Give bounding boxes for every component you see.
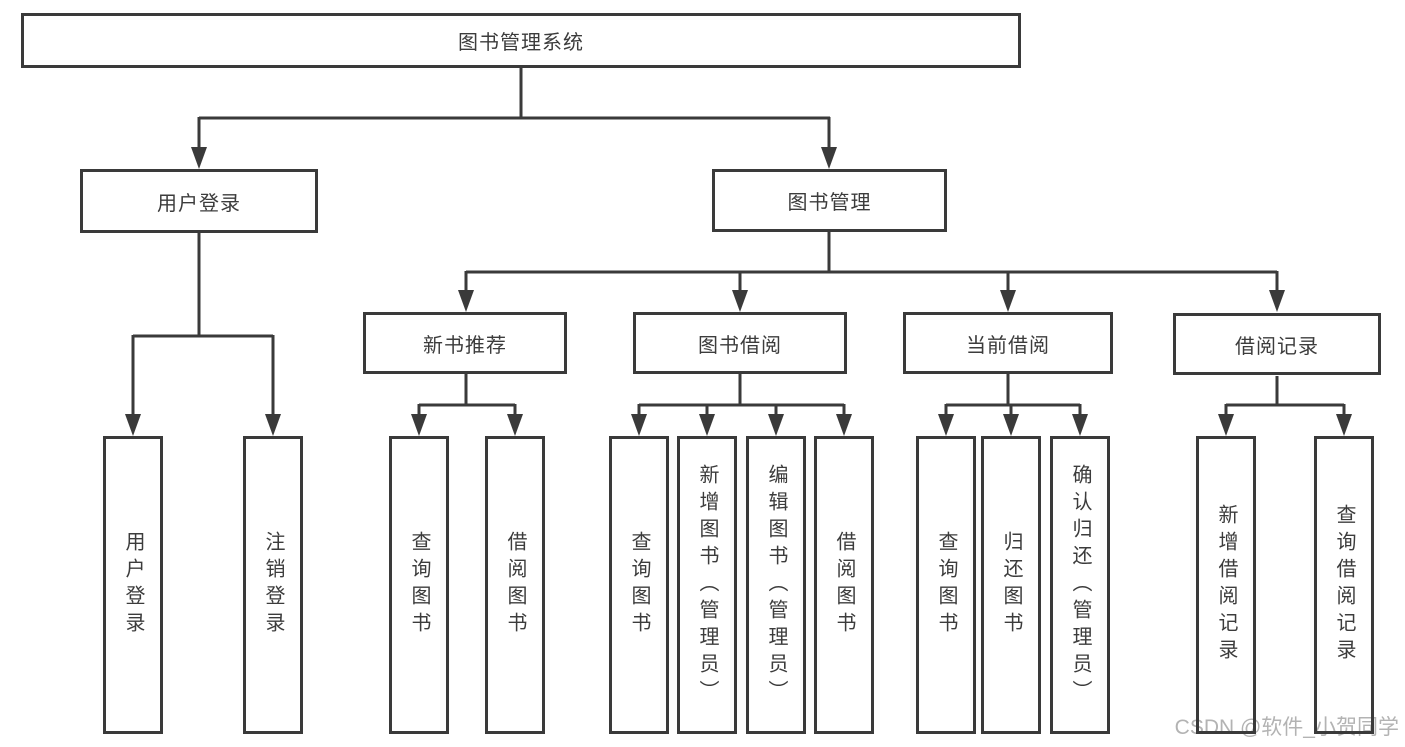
leaf-borrow-books-recommend: 借阅图书 [485,436,545,734]
arrowhead [1000,290,1016,312]
leaf-add-borrow-record: 新增借阅记录 [1196,436,1256,734]
node-root-label: 图书管理系统 [458,32,584,54]
leaf-edit-books-admin: 编辑图书（管理员） [746,436,806,734]
connector-borrow-to-leaves [631,374,852,436]
node-current-borrow-label: 当前借阅 [966,334,1050,357]
leaf-query-borrow-record: 查询借阅记录 [1314,436,1374,734]
arrowhead [836,414,852,436]
arrowhead [1072,414,1088,436]
leaf-borrow-books-recommend-label: 借阅图书 [504,531,526,639]
arrowhead [631,414,647,436]
leaf-confirm-return-admin-label: 确认归还（管理员） [1069,463,1091,707]
arrowhead [821,147,837,169]
leaf-add-books-admin-label: 新增图书（管理员） [696,463,718,707]
arrowhead [1336,414,1352,436]
leaf-query-books-current: 查询图书 [916,436,976,734]
leaf-return-books-label: 归还图书 [1000,531,1022,639]
leaf-add-books-admin: 新增图书（管理员） [677,436,737,734]
csdn-watermark: CSDN @软件_小贺同学 [1174,716,1399,739]
arrowhead [507,414,523,436]
leaf-confirm-return-admin: 确认归还（管理员） [1050,436,1110,734]
arrowhead [458,290,474,312]
leaf-borrow-books-label: 借阅图书 [833,531,855,639]
leaf-add-borrow-record-label: 新增借阅记录 [1215,504,1237,666]
node-book-management-label: 图书管理 [787,192,872,214]
node-current-borrow: 当前借阅 [903,312,1113,374]
leaf-query-books-current-label: 查询图书 [935,531,957,639]
leaf-query-books-recommend-label: 查询图书 [408,531,430,639]
leaf-user-login-label: 用户登录 [122,531,144,639]
arrowhead [125,414,141,436]
arrowhead [1218,414,1234,436]
connector-current-to-leaves [938,374,1088,436]
node-book-borrow-label: 图书借阅 [698,334,782,357]
connector-root-to-level2 [191,68,837,169]
arrowhead [768,414,784,436]
leaf-edit-books-admin-label: 编辑图书（管理员） [765,463,787,707]
leaf-query-books-borrow-label: 查询图书 [628,531,650,639]
connector-newrec-to-leaves [411,374,523,436]
leaf-query-books-recommend: 查询图书 [389,436,449,734]
leaf-logout: 注销登录 [243,436,303,734]
arrowhead [191,147,207,169]
arrowhead [411,414,427,436]
leaf-logout-label: 注销登录 [262,531,284,639]
arrowhead [938,414,954,436]
connector-bookmgmt-to-level3 [458,232,1285,312]
node-user-login-label: 用户登录 [157,192,241,215]
node-book-borrow: 图书借阅 [633,312,847,374]
node-book-management: 图书管理 [712,169,947,232]
leaf-query-borrow-record-label: 查询借阅记录 [1333,504,1355,666]
leaf-user-login: 用户登录 [103,436,163,734]
node-new-book-recommend: 新书推荐 [363,312,567,374]
node-borrow-records: 借阅记录 [1173,313,1381,375]
node-new-book-recommend-label: 新书推荐 [423,334,507,357]
arrowhead [732,290,748,312]
leaf-query-books-borrow: 查询图书 [609,436,669,734]
arrowhead [265,414,281,436]
connector-userlogin-to-leaves [125,233,281,436]
arrowhead [1269,290,1285,312]
connector-records-to-leaves [1218,376,1352,436]
arrowhead [1003,414,1019,436]
leaf-return-books: 归还图书 [981,436,1041,734]
node-root: 图书管理系统 [21,13,1021,68]
node-borrow-records-label: 借阅记录 [1235,335,1319,358]
leaf-borrow-books: 借阅图书 [814,436,874,734]
node-user-login: 用户登录 [80,169,318,233]
arrowhead [699,414,715,436]
